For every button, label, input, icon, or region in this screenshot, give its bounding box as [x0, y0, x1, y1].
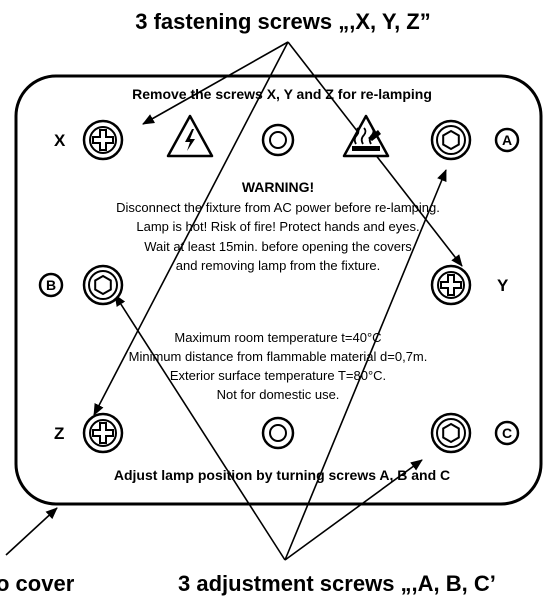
hot-surface-hazard-icon: [342, 114, 390, 158]
adjustment-screws-title: 3 adjustment screws „,A, B, C’: [178, 571, 496, 596]
adjustment-instruction: Adjust lamp position by turning screws A…: [113, 467, 451, 483]
arrow-to-c: [284, 459, 423, 561]
arrow-to-b: [114, 294, 286, 561]
label-panel: [14, 74, 543, 506]
hex-socket-screw-icon: [430, 412, 472, 454]
phillips-screw-icon: [430, 264, 472, 306]
cover-label: o cover: [0, 571, 75, 596]
arrow-to-cover: [5, 507, 58, 556]
plain-screw-icon: [261, 416, 295, 450]
spec-line: Exterior surface temperature T=80°C.: [169, 368, 387, 383]
spec-line: Maximum room temperature t=40°C: [174, 330, 382, 345]
warning-line: Disconnect the fixture from AC power bef…: [116, 200, 440, 215]
plain-screw-icon: [261, 123, 295, 157]
warning-line: and removing lamp from the fixture.: [175, 258, 381, 273]
spec-line: Not for domestic use.: [216, 387, 340, 402]
badge-c: [494, 420, 520, 446]
relamping-instruction: Remove the screws X, Y and Z for re-lamp…: [132, 86, 432, 102]
phillips-screw-icon: [82, 119, 124, 161]
badge-b: [38, 272, 64, 298]
arrow-to-a: [284, 169, 447, 561]
fastening-screws-title: 3 fastening screws „,X, Y, Z”: [135, 9, 431, 34]
arrow-to-z: [93, 41, 289, 416]
label-y: Y: [497, 276, 509, 295]
label-z: Z: [54, 424, 65, 443]
warning-line: Wait at least 15min. before opening the …: [144, 239, 412, 254]
warning-title: WARNING!: [241, 179, 315, 195]
leader-lines: [5, 41, 463, 561]
label-x: X: [54, 131, 66, 150]
badge-c-letter: C: [501, 425, 513, 441]
badge-a: [494, 127, 520, 153]
badge-b-letter: B: [45, 277, 57, 293]
spec-line: Minimum distance from flammable material…: [128, 349, 428, 364]
hex-socket-screw-icon: [430, 119, 472, 161]
warning-line: Lamp is hot! Risk of fire! Protect hands…: [136, 219, 420, 234]
hex-socket-screw-icon: [82, 264, 124, 306]
arrow-to-x: [142, 41, 289, 125]
badge-a-letter: A: [501, 132, 513, 148]
phillips-screw-icon: [82, 412, 124, 454]
electric-hazard-icon: [166, 114, 214, 158]
